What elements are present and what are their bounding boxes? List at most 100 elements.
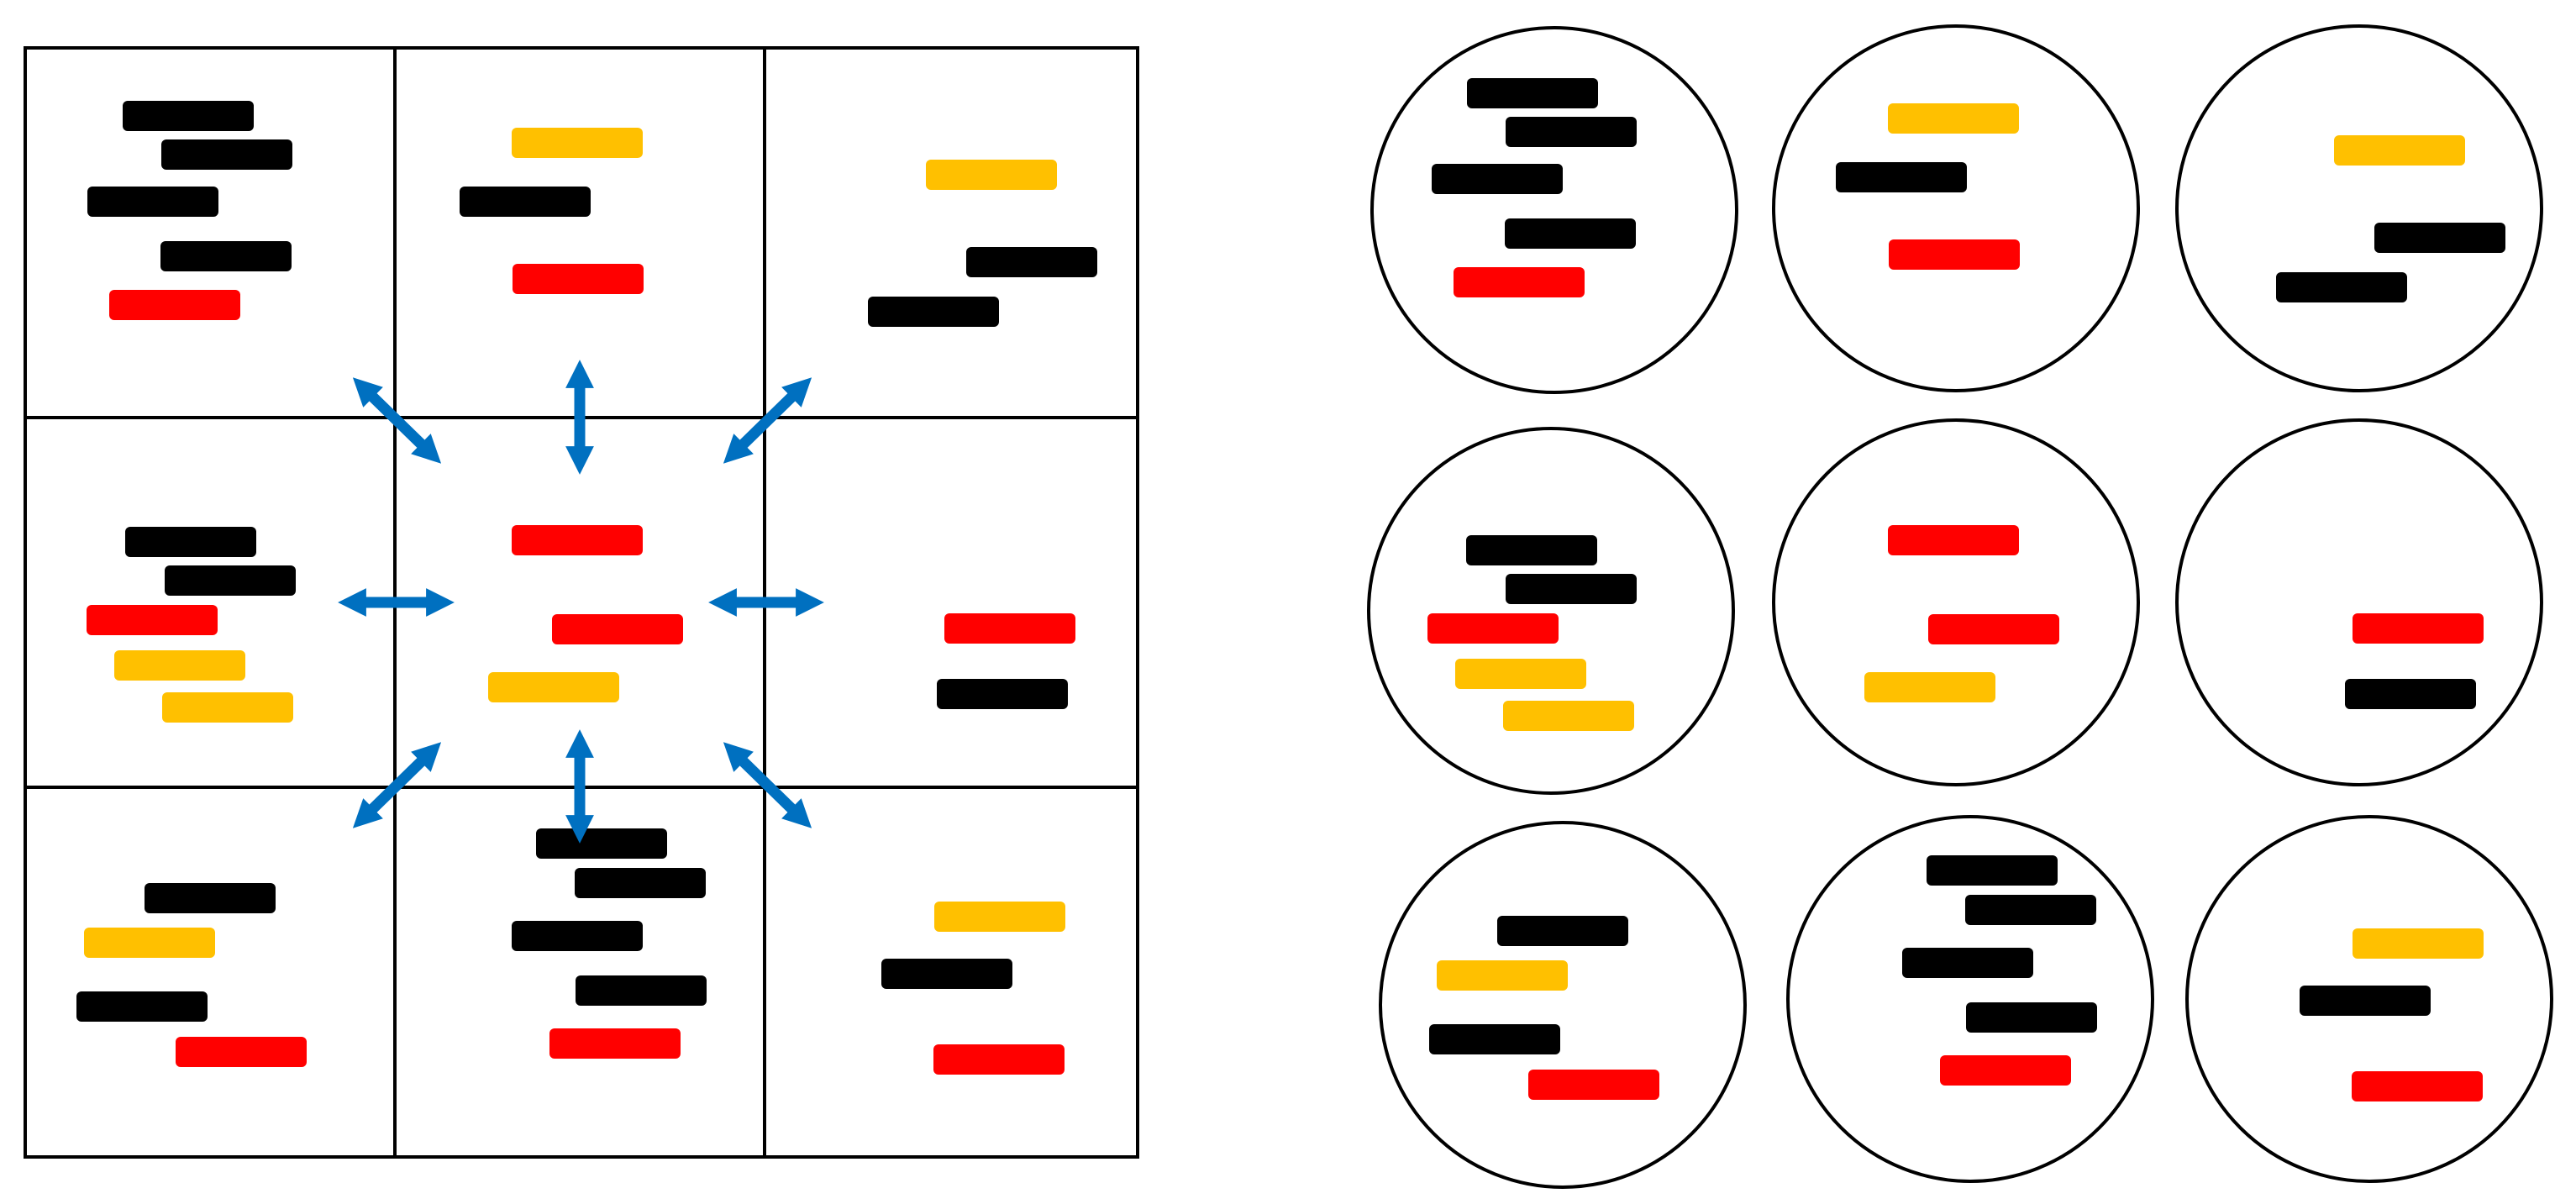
yellow-bar [1455, 659, 1586, 689]
cluster-circle [2185, 815, 2553, 1183]
black-bar [123, 101, 254, 131]
black-bar [165, 565, 296, 596]
red-bar [87, 605, 218, 635]
red-bar [933, 1044, 1065, 1075]
yellow-bar [162, 692, 293, 723]
cluster-circle [2175, 418, 2543, 786]
yellow-bar [2334, 135, 2465, 166]
black-bar [460, 187, 591, 217]
grid-cell [868, 160, 1097, 327]
red-bar [549, 1028, 681, 1059]
cluster-circle [1786, 815, 2154, 1183]
yellow-bar [1864, 672, 1995, 702]
grid-cell [87, 527, 296, 723]
black-bar [937, 679, 1068, 709]
yellow-bar [512, 128, 643, 158]
black-bar [160, 241, 292, 271]
grid-panel [24, 46, 1139, 1159]
black-bar [1466, 535, 1597, 565]
circle-outline [1379, 821, 1747, 1189]
black-bar [1497, 916, 1628, 946]
black-bar [2345, 679, 2476, 709]
grid-cell [76, 883, 307, 1067]
circle-outline [1786, 815, 2154, 1183]
black-bar [125, 527, 256, 557]
red-bar [944, 613, 1075, 644]
cluster-circle [1772, 418, 2140, 786]
circle-outline [2185, 815, 2553, 1183]
red-bar [1888, 525, 2019, 555]
double-arrow-bottom-right [723, 742, 812, 828]
red-bar [513, 264, 644, 294]
grid-cell [87, 101, 292, 320]
cluster-circle [2175, 24, 2543, 392]
black-bar [575, 868, 706, 898]
grid-cell [512, 828, 707, 1059]
black-bar [1927, 855, 2058, 886]
circle-panel [1367, 24, 2553, 1189]
cluster-circle [1370, 26, 1738, 394]
black-bar [868, 297, 999, 327]
grid-cell [460, 128, 644, 294]
red-bar [512, 525, 643, 555]
circle-outline [1772, 418, 2140, 786]
red-bar [109, 290, 240, 320]
grid-cell [937, 613, 1075, 709]
yellow-bar [1437, 960, 1568, 991]
yellow-bar [1888, 103, 2019, 134]
black-bar [76, 991, 208, 1022]
yellow-bar [488, 672, 619, 702]
yellow-bar [926, 160, 1057, 190]
circle-outline [1772, 24, 2140, 392]
grid-frame [24, 46, 1139, 1159]
double-arrow-top-right [723, 377, 812, 464]
black-bar [161, 139, 292, 170]
circle-outline [2175, 418, 2543, 786]
double-arrow-bottom-left [352, 742, 442, 828]
black-bar [576, 975, 707, 1006]
cluster-circle [1772, 24, 2140, 392]
black-bar [966, 247, 1097, 277]
circle-outline [1367, 427, 1735, 795]
red-bar [1528, 1070, 1659, 1100]
red-bar [1454, 267, 1585, 297]
black-bar [1506, 117, 1637, 147]
circle-outline [1370, 26, 1738, 394]
black-bar [1902, 948, 2033, 978]
cluster-circle [1379, 821, 1747, 1189]
double-arrow-top-left [352, 377, 442, 464]
black-bar [536, 828, 667, 859]
black-bar [2374, 223, 2505, 253]
black-bar [87, 187, 218, 217]
black-bar [2300, 986, 2431, 1016]
black-bar [2276, 272, 2407, 302]
yellow-bar [934, 902, 1065, 932]
grid-cell [488, 525, 683, 702]
yellow-bar [2353, 928, 2484, 959]
yellow-bar [84, 928, 215, 958]
red-bar [1889, 239, 2020, 270]
black-bar [1429, 1024, 1560, 1054]
black-bar [1965, 895, 2096, 925]
black-bar [1467, 78, 1598, 108]
cluster-circle [1367, 427, 1735, 795]
black-bar [1505, 218, 1636, 249]
yellow-bar [1503, 701, 1634, 731]
red-bar [552, 614, 683, 644]
black-bar [881, 959, 1012, 989]
black-bar [512, 921, 643, 951]
red-bar [1427, 613, 1559, 644]
yellow-bar [114, 650, 245, 681]
red-bar [1940, 1055, 2071, 1086]
black-bar [1966, 1002, 2097, 1033]
red-bar [2352, 1071, 2483, 1101]
red-bar [176, 1037, 307, 1067]
grid-cell [881, 902, 1065, 1075]
circle-outline [2175, 24, 2543, 392]
black-bar [1432, 164, 1563, 194]
black-bar [1836, 162, 1967, 192]
black-bar [145, 883, 276, 913]
black-bar [1506, 574, 1637, 604]
red-bar [1928, 614, 2059, 644]
